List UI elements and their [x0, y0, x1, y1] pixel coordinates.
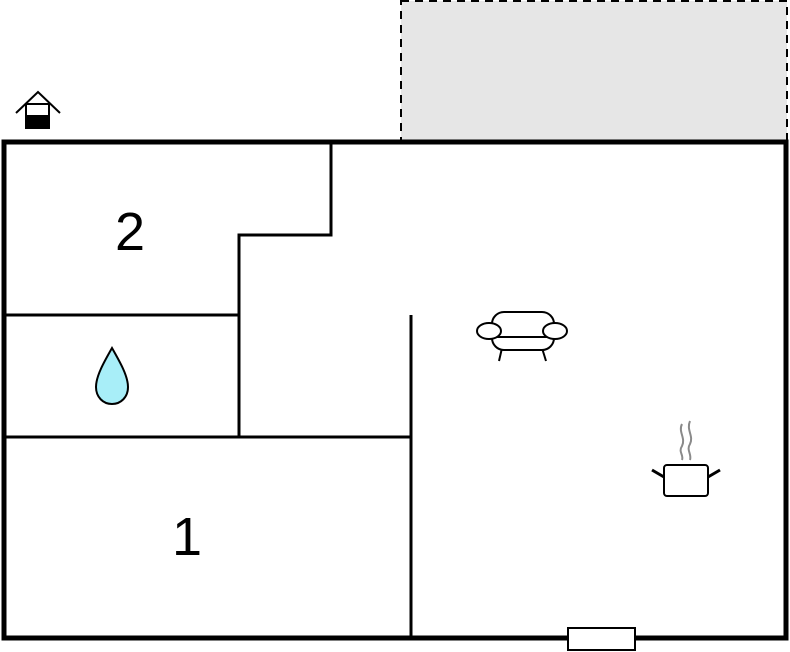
interior-walls: [4, 142, 413, 638]
room-label-2: 2: [115, 202, 145, 262]
outer-wall: [1, 139, 789, 641]
wall-bedroom-2-right: [237, 142, 333, 437]
house-entrance-icon: [15, 90, 61, 129]
water-drop-icon: [94, 345, 130, 406]
sofa-icon: [476, 311, 568, 362]
window: [567, 627, 636, 651]
cooking-pot-icon: [651, 420, 721, 497]
terrace-area: [400, 0, 788, 143]
room-label-1: 1: [172, 507, 202, 567]
